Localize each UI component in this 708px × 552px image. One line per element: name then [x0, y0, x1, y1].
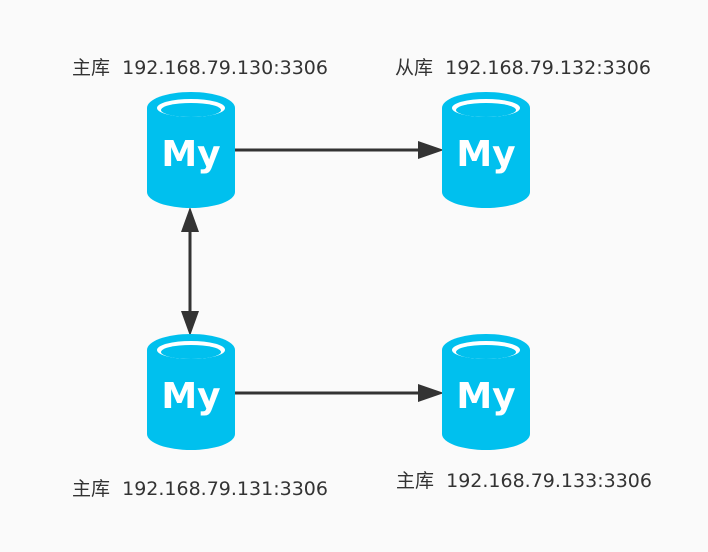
- edge-db3-to-db4: [235, 384, 444, 402]
- mysql-logo-text: My: [161, 376, 220, 417]
- arrowhead-up-icon: [181, 207, 199, 232]
- node-label-db1: 主库 192.168.79.130:3306: [72, 57, 328, 79]
- arrowhead-down-icon: [181, 311, 199, 336]
- node-address: 192.168.79.130:3306: [122, 57, 328, 79]
- arrowhead-icon: [418, 384, 444, 402]
- mysql-database-icon[interactable]: My: [147, 334, 235, 450]
- arrowhead-icon: [418, 141, 444, 159]
- edge-db1-to-db2: [235, 141, 444, 159]
- mysql-logo-text: My: [456, 134, 515, 175]
- mysql-database-icon[interactable]: My: [442, 334, 530, 450]
- node-label-db4: 主库 192.168.79.133:3306: [396, 470, 652, 492]
- mysql-database-icon[interactable]: My: [442, 92, 530, 208]
- mysql-database-icon[interactable]: My: [147, 92, 235, 208]
- edge-db1-db3-bidirectional: [181, 207, 199, 336]
- node-address: 192.168.79.133:3306: [446, 470, 652, 492]
- node-role: 从库: [395, 57, 434, 79]
- mysql-logo-text: My: [456, 376, 515, 417]
- node-label-db2: 从库 192.168.79.132:3306: [395, 57, 651, 79]
- node-role: 主库: [396, 470, 435, 492]
- node-label-db3: 主库 192.168.79.131:3306: [72, 478, 328, 500]
- node-role: 主库: [72, 57, 111, 79]
- node-address: 192.168.79.132:3306: [445, 57, 651, 79]
- node-role: 主库: [72, 478, 111, 500]
- mysql-logo-text: My: [161, 134, 220, 175]
- node-address: 192.168.79.131:3306: [122, 478, 328, 500]
